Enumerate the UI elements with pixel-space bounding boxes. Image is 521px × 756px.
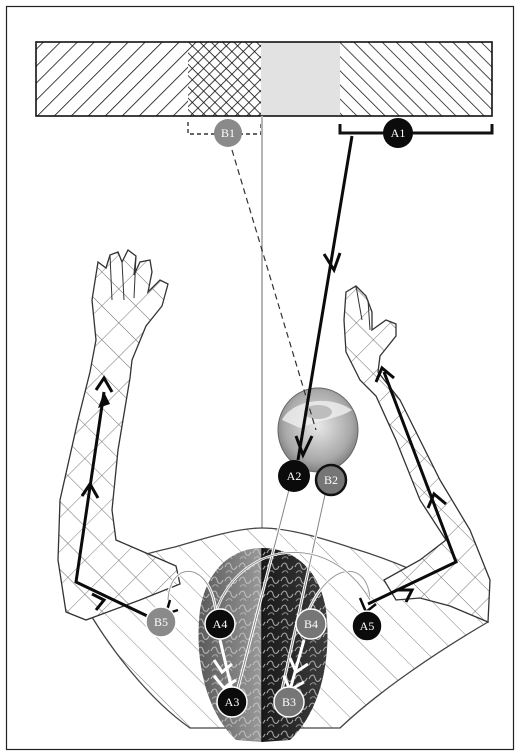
node-a3: A3 bbox=[217, 687, 247, 717]
node-b5: B5 bbox=[146, 607, 176, 637]
node-b1: B1 bbox=[214, 119, 242, 147]
node-a1: A1 bbox=[383, 118, 413, 148]
left-arm bbox=[58, 250, 180, 620]
node-a1-label: A1 bbox=[391, 126, 406, 140]
head-shape bbox=[278, 388, 358, 472]
node-b2-label: B2 bbox=[324, 473, 338, 487]
node-a4-label: A4 bbox=[213, 617, 228, 631]
bar-segment-right-hatch bbox=[340, 42, 492, 116]
visual-field-bar bbox=[36, 42, 492, 116]
head bbox=[278, 388, 358, 472]
node-b1-label: B1 bbox=[221, 126, 235, 140]
bar-segment-plain bbox=[261, 42, 340, 116]
node-a5: A5 bbox=[352, 611, 382, 641]
node-a3-label: A3 bbox=[225, 695, 240, 709]
node-b2: B2 bbox=[316, 465, 346, 495]
node-b5-label: B5 bbox=[154, 615, 168, 629]
bar-segment-cross-hatch bbox=[188, 42, 261, 116]
node-a4: A4 bbox=[205, 609, 235, 639]
a1-bracket bbox=[340, 124, 492, 133]
node-a5-label: A5 bbox=[360, 619, 375, 633]
node-a2: A2 bbox=[278, 460, 310, 492]
b1-dashed-line bbox=[232, 150, 316, 430]
node-b3-label: B3 bbox=[282, 695, 296, 709]
node-b3: B3 bbox=[274, 687, 304, 717]
node-b4: B4 bbox=[296, 609, 326, 639]
node-a2-label: A2 bbox=[287, 469, 302, 483]
bar-segment-left-hatch bbox=[36, 42, 188, 116]
node-b4-label: B4 bbox=[304, 617, 318, 631]
